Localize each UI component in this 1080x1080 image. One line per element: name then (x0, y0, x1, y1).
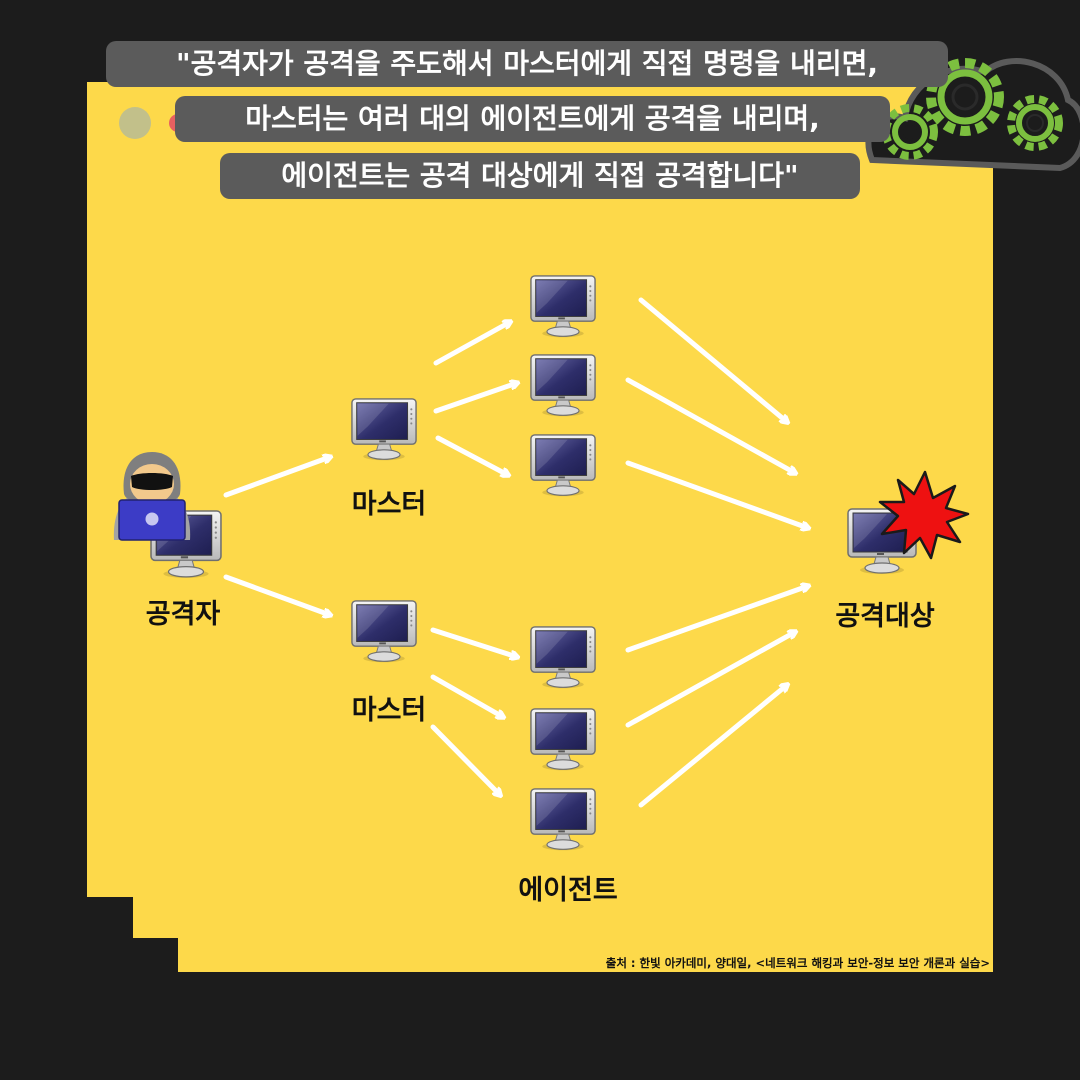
agent-label: 에이전트 (518, 875, 618, 906)
arrow-agent-to-target (625, 377, 795, 473)
arrow-master-to-agent (430, 627, 517, 657)
background-panel (87, 82, 993, 972)
arrow-master-to-agent (430, 674, 503, 717)
arrow-attacker-to-master-top (223, 457, 330, 498)
attacker-label: 공격자 (145, 599, 221, 630)
gear-cloud-decoration (865, 58, 1080, 172)
arrow-master-to-agent (430, 724, 500, 795)
hacker-icon (113, 452, 191, 541)
arrow-attacker-to-master-bottom (223, 574, 330, 615)
arrow-agent-to-target (638, 685, 787, 808)
gear-icon (926, 58, 1004, 136)
caption-line-1: "공격자가 공격을 주도해서 마스터에게 직접 명령을 내리면, (106, 41, 948, 87)
gear-icon (882, 104, 938, 160)
master-top-label: 마스터 (351, 489, 427, 520)
gear-icon (1007, 95, 1063, 151)
caption-line-2: 마스터는 여러 대의 에이전트에게 공격을 내리며, (175, 96, 890, 142)
arrow-agent-to-target (638, 297, 787, 422)
arrows (223, 297, 808, 808)
target-label: 공격대상 (835, 601, 935, 632)
explosion-burst-icon (878, 470, 970, 560)
arrow-master-to-agent (433, 383, 517, 414)
decor-dot-gray (119, 107, 151, 139)
caption-line-3: 에이전트는 공격 대상에게 직접 공격합니다" (220, 153, 860, 199)
arrow-master-to-agent (433, 322, 510, 366)
arrow-agent-to-target (625, 586, 808, 653)
arrow-agent-to-target (625, 632, 795, 728)
arrow-agent-to-target (625, 460, 808, 528)
arrow-master-to-agent (435, 435, 508, 475)
source-citation: 출처 : 한빛 아카데미, 양대일, <네트워크 해킹과 보안-정보 보안 개론… (605, 956, 990, 970)
master-bottom-label: 마스터 (351, 695, 427, 726)
